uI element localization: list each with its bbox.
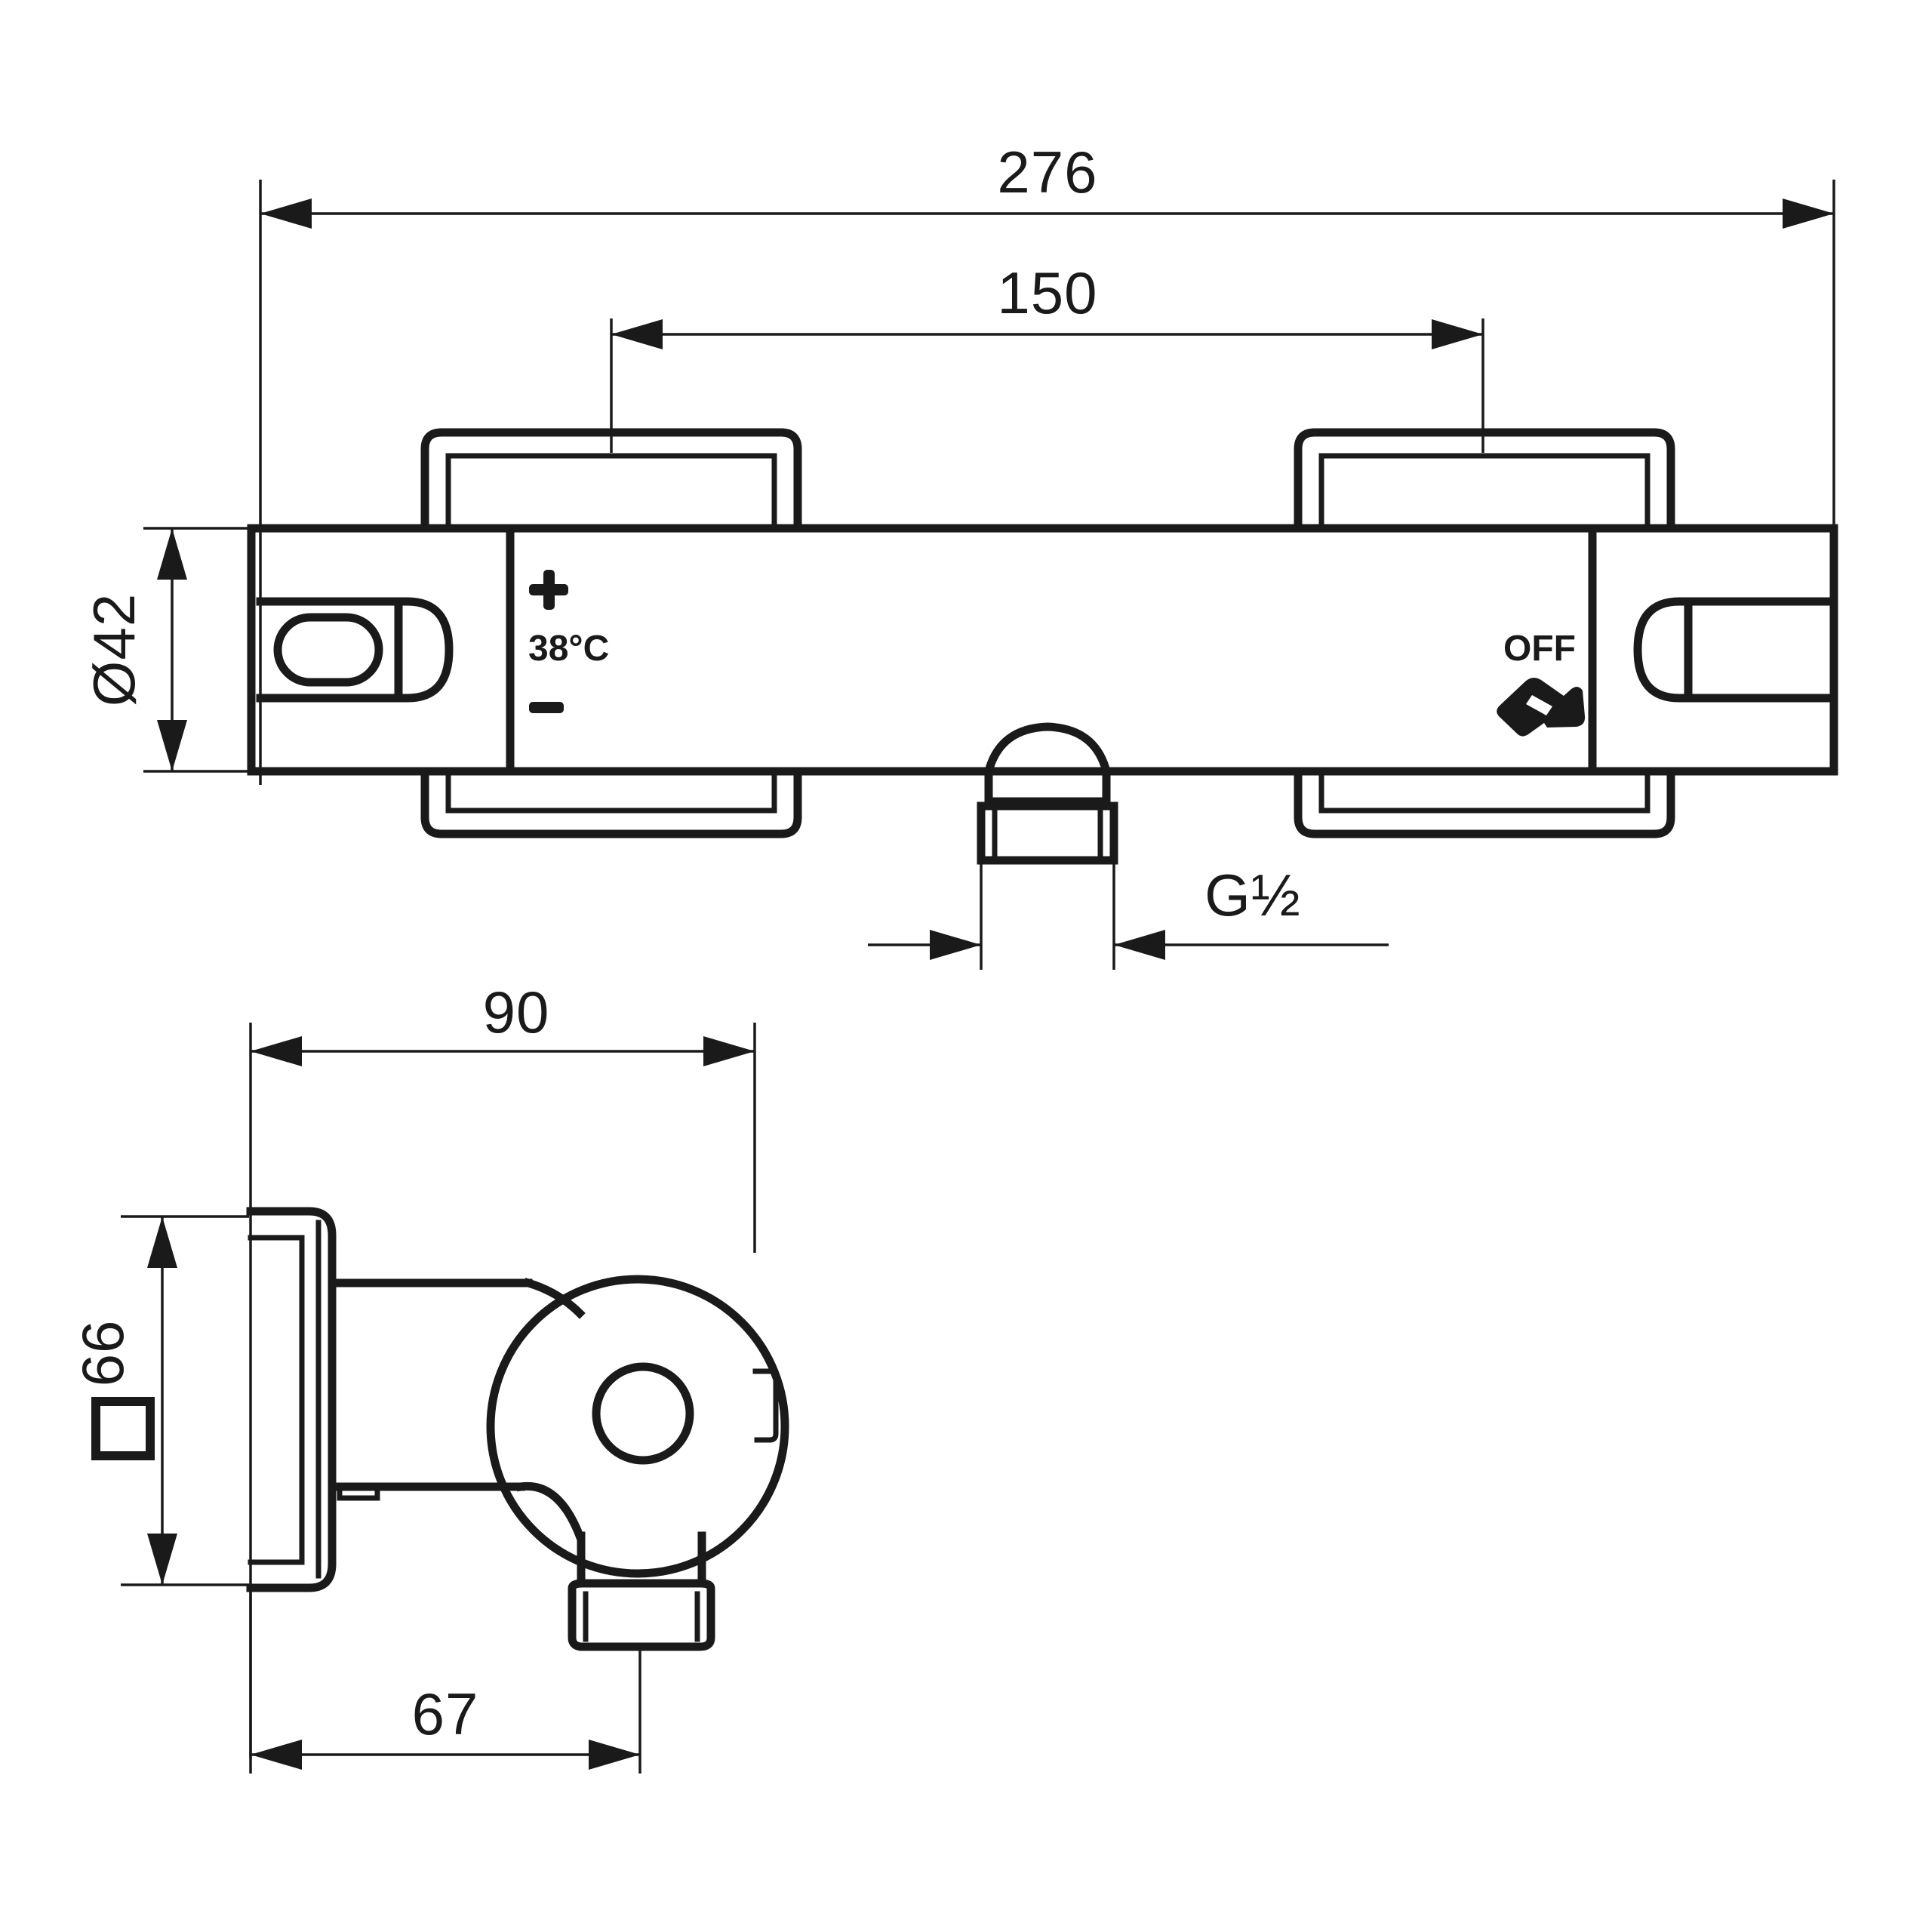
left-handle-bracket-bottom: [420, 767, 802, 838]
outlet-thread-side: [568, 1579, 715, 1651]
valve-housing-inner-circle: [592, 1362, 694, 1465]
temperature-marking-label: 38°C: [528, 629, 609, 669]
right-end-cap: [1633, 597, 1832, 703]
right-handle-bracket-bottom: [1294, 767, 1675, 838]
mixer-body-outline: [247, 524, 1838, 776]
arrow-g-left: [930, 930, 981, 960]
housing-side-lug: [752, 1368, 779, 1443]
wall-plate-outer: [246, 1207, 337, 1592]
outlet-dome: [983, 722, 1112, 777]
dimension-150-label: 150: [997, 260, 1097, 326]
outlet-spigot-front: [977, 722, 1118, 865]
outlet-thread-body: [977, 801, 1118, 865]
dimension-g-half-group: G½: [868, 860, 1389, 970]
body-arm: [328, 1278, 533, 1501]
plus-marking: [529, 570, 568, 610]
right-cap-outer: [1633, 597, 1832, 703]
front-view-group: 276 150 Ø42: [81, 139, 1838, 970]
arrow-67-left: [251, 1740, 302, 1770]
arrow-150-right: [1432, 319, 1483, 349]
arrow-276-left: [260, 198, 312, 229]
dimension-276-label: 276: [997, 139, 1097, 205]
arrow-90-right: [703, 1036, 755, 1066]
dimension-diameter-42-group: Ø42: [81, 527, 260, 773]
wall-plate: [246, 1207, 337, 1592]
dimension-90-group: 90: [249, 979, 756, 1758]
housing-blend-top: [523, 1278, 586, 1319]
left-handle-bracket-top: [420, 428, 802, 533]
dimension-g-half-label: G½: [1204, 862, 1301, 928]
arrow-66-bottom: [147, 1534, 177, 1585]
valve-housing-round: [486, 1275, 789, 1578]
arrow-90-left: [251, 1036, 302, 1066]
arrow-66-top: [147, 1217, 177, 1268]
dimension-66-label: 66: [69, 1320, 136, 1387]
left-end-cap: [256, 597, 454, 703]
side-view-group: 90 66: [69, 979, 789, 1774]
dimension-diameter-42-label: Ø42: [81, 593, 147, 706]
arrow-d42-top: [157, 528, 187, 580]
left-knob-grip: [273, 613, 383, 687]
arm-tab: [337, 1484, 380, 1501]
left-cap-outer: [256, 597, 454, 703]
housing-blend-bottom: [515, 1481, 586, 1542]
valve-housing-outer-circle: [486, 1275, 789, 1578]
arrow-276-right: [1783, 198, 1834, 229]
arrow-g-right: [1114, 930, 1165, 960]
dimension-150-group: 150: [610, 260, 1484, 453]
off-marking-label: OFF: [1503, 629, 1576, 669]
outlet-spigot-side: [568, 1531, 715, 1651]
dimension-67-label: 67: [412, 1681, 479, 1747]
dimension-90-label: 90: [483, 979, 550, 1045]
minus-marking: [529, 702, 564, 713]
outlet-collar-upper: [984, 767, 1111, 806]
shower-icon: [1497, 677, 1586, 737]
right-handle-bracket-top: [1294, 428, 1675, 533]
arrow-67-right: [589, 1740, 640, 1770]
dimension-67-group: 67: [249, 1588, 641, 1774]
dimension-square-66-group: 66: [69, 1215, 249, 1586]
dimension-276-group: 276: [259, 139, 1835, 785]
square-section-symbol: [91, 1397, 155, 1460]
arrow-150-left: [611, 319, 663, 349]
arrow-d42-bottom: [157, 720, 187, 771]
wall-plate-inner-a: [248, 1235, 305, 1565]
temperature-markings-group: 38°C: [528, 570, 609, 713]
off-markings-group: OFF: [1497, 629, 1586, 737]
